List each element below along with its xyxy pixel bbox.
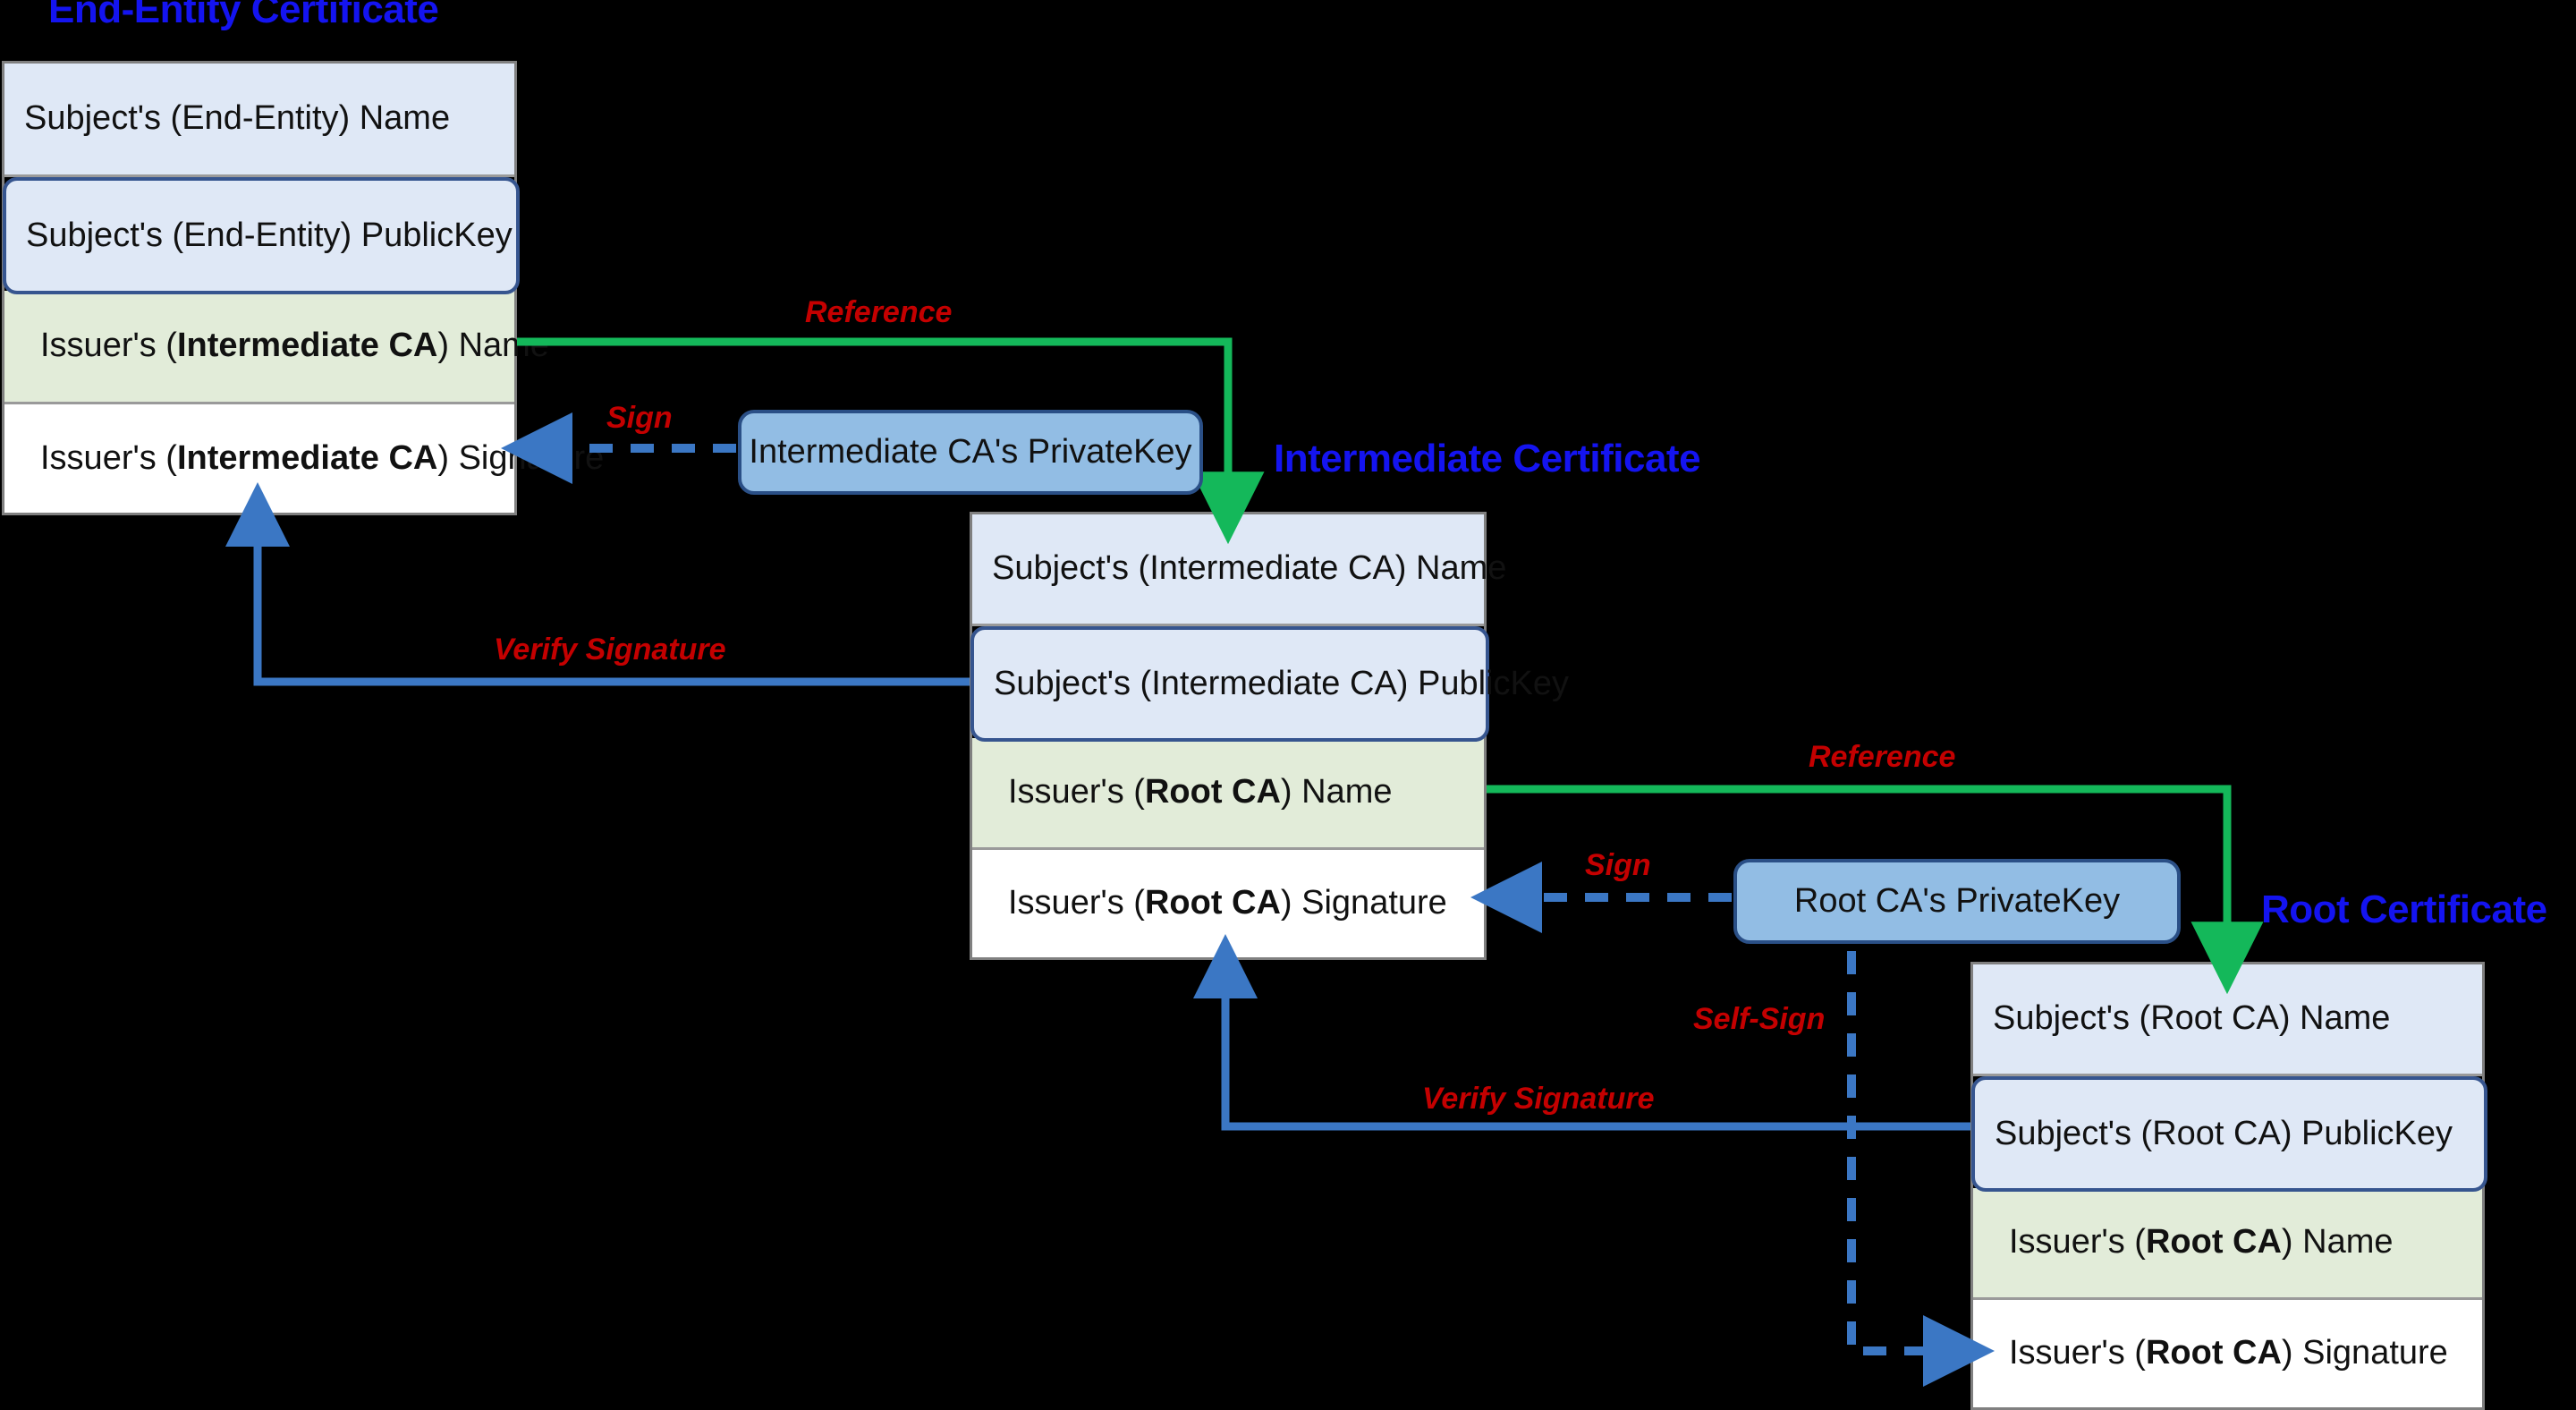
row-issuer-name: Issuer's (Intermediate CA) Name xyxy=(4,291,549,404)
root-ca-privatekey-box: Root CA's PrivateKey xyxy=(1733,859,2181,944)
end-entity-certificate-box: Subject's (End-Entity) Name Issuer's (In… xyxy=(2,61,604,515)
row-subject-publickey: Subject's (Intermediate CA) PublicKey xyxy=(970,626,1569,742)
label-reference-top: Reference xyxy=(805,295,953,329)
row-issuer-signature: Issuer's (Root CA) Signature xyxy=(1973,1300,2482,1407)
title-end-entity-certificate: End-Entity Certificate xyxy=(48,0,439,31)
row-subject-name: Subject's (Root CA) Name xyxy=(1973,964,2482,1076)
self-sign-arrow-root-key-to-root-signature xyxy=(1847,951,1995,1387)
row-issuer-name: Issuer's (Root CA) Name xyxy=(972,738,1484,850)
row-subject-publickey: Subject's (Root CA) PublicKey xyxy=(1971,1076,2487,1192)
label-sign-bottom: Sign xyxy=(1585,848,1651,882)
row-subject-publickey: Subject's (End-Entity) PublicKey xyxy=(3,177,520,294)
title-root-certificate: Root Certificate xyxy=(2261,888,2547,931)
label-verify-signature-top: Verify Signature xyxy=(494,633,726,667)
title-intermediate-certificate: Intermediate Certificate xyxy=(1274,437,1701,480)
label-self-sign: Self-Sign xyxy=(1693,1002,1826,1036)
root-certificate-box: Subject's (Root CA) Name Issuer's (Root … xyxy=(1970,962,2487,1410)
row-subject-name: Subject's (End-Entity) Name xyxy=(4,64,514,177)
label-reference-bottom: Reference xyxy=(1809,740,1956,774)
row-issuer-signature: Issuer's (Intermediate CA) Signature xyxy=(4,404,604,513)
intermediate-ca-privatekey-box: Intermediate CA's PrivateKey xyxy=(738,410,1203,495)
row-subject-name: Subject's (Intermediate CA) Name xyxy=(972,514,1506,626)
intermediate-certificate-box: Subject's (Intermediate CA) Name Issuer'… xyxy=(970,512,1569,960)
row-issuer-signature: Issuer's (Root CA) Signature xyxy=(972,850,1484,957)
row-issuer-name: Issuer's (Root CA) Name xyxy=(1973,1188,2482,1300)
label-verify-signature-bottom: Verify Signature xyxy=(1422,1082,1655,1116)
label-sign-top: Sign xyxy=(606,401,673,435)
